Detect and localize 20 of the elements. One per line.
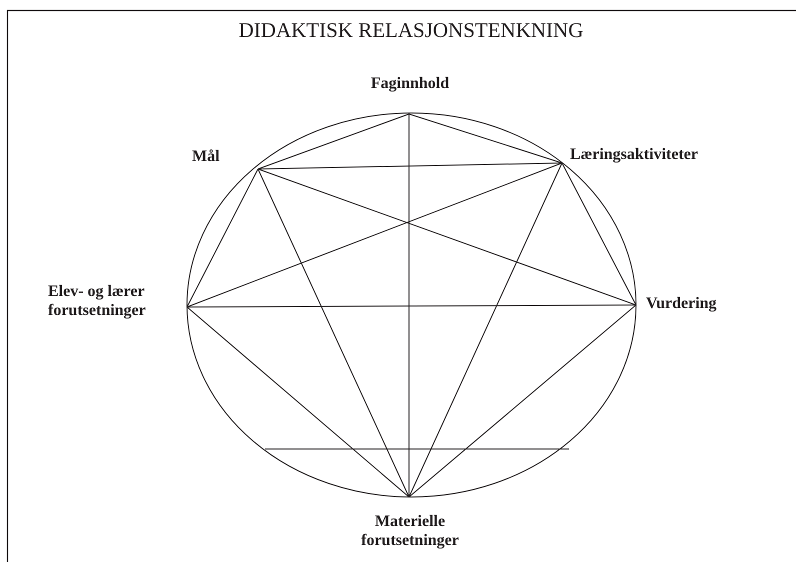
connector-line <box>408 162 562 498</box>
connector-line <box>258 162 562 170</box>
connector-line <box>258 168 636 306</box>
connector-line <box>562 162 636 306</box>
node-label: Elev- og lærer forutsetninger <box>48 282 180 320</box>
connector-line <box>408 114 562 164</box>
connector-line <box>408 114 410 498</box>
connector-line <box>186 162 562 308</box>
node-label: Vurdering <box>646 294 746 313</box>
diagram-title: DIDAKTISK RELASJONSTENKNING <box>238 18 584 42</box>
connector-line <box>258 114 410 170</box>
connector-line <box>258 168 410 498</box>
connector-line <box>408 304 636 498</box>
node-label: Læringsaktiviteter <box>570 145 740 164</box>
connector-line <box>186 306 410 498</box>
connector-line <box>186 168 258 308</box>
node-label: Mål <box>192 147 236 166</box>
connector-line <box>186 304 636 308</box>
node-label: Materielle forutsetninger <box>340 512 480 550</box>
node-label: Faginnhold <box>350 74 470 93</box>
